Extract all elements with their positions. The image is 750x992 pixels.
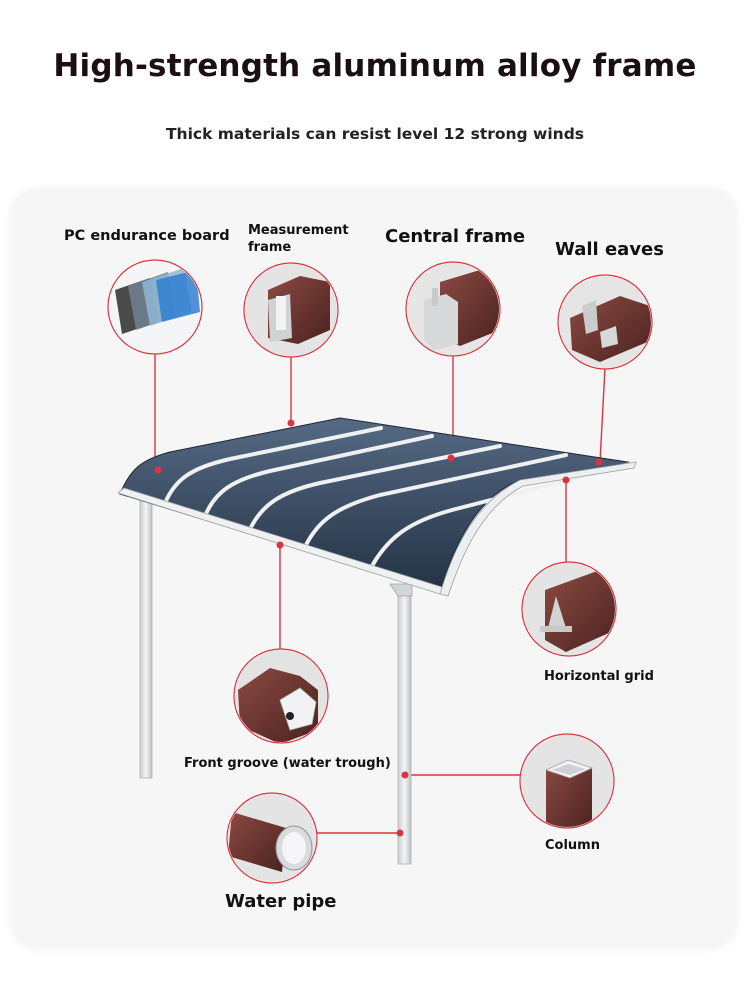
measurement-frame-thumbnail (243, 262, 339, 358)
column-thumbnail (519, 733, 615, 829)
label-water-pipe: Water pipe (225, 891, 337, 912)
label-wall-eaves: Wall eaves (555, 239, 664, 260)
central-frame-thumbnail (405, 261, 501, 357)
connector-lines (154, 353, 606, 834)
label-measurement-frame: Measurement frame (248, 223, 349, 255)
label-front-groove: Front groove (water trough) (184, 756, 391, 771)
water-pipe-thumbnail (226, 792, 318, 884)
page-title: High-strength aluminum alloy frame (53, 48, 697, 84)
callout-dots (154, 419, 603, 837)
pc-board-thumbnail (107, 259, 203, 355)
label-pc-board: PC endurance board (64, 228, 230, 244)
wall-eaves-thumbnail (557, 274, 653, 370)
front-groove-thumbnail (233, 648, 329, 744)
label-horizontal-grid: Horizontal grid (544, 669, 654, 684)
page-subtitle: Thick materials can resist level 12 stro… (165, 125, 585, 143)
horizontal-grid-thumbnail (521, 561, 617, 657)
label-column: Column (545, 838, 600, 853)
label-central-frame: Central frame (385, 226, 526, 247)
canopy-structure (117, 417, 637, 865)
